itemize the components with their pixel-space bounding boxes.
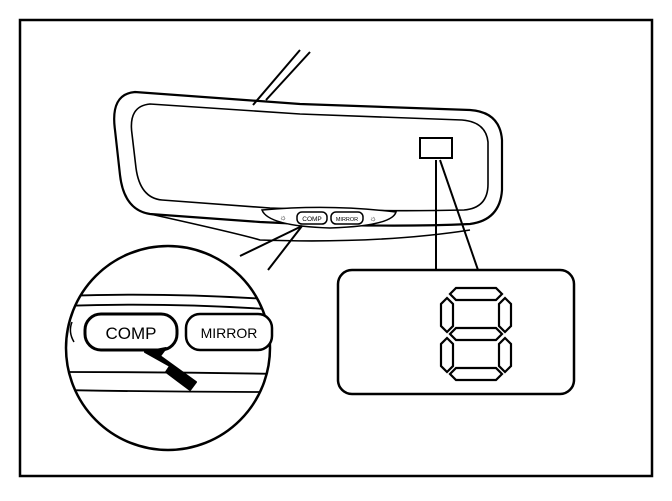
mirror-display-window [419,137,453,159]
mirror-mirror-label: MIRROR [336,217,358,223]
display-callout-lines [435,159,479,271]
mirror-button[interactable]: MIRROR [184,312,274,352]
mirror-right-sensor-icon: ☼ [369,214,376,223]
comp-button-label: COMP [106,324,157,343]
mirror-button-strip: ☼ COMP MIRROR ☼ [260,206,397,229]
zoom-left-sensor-icon [69,321,75,343]
seven-segment-digit [439,286,513,382]
mirror-comp-button[interactable] [296,211,328,225]
press-arrow-icon [144,347,197,391]
mirror-mount-arm [252,49,311,106]
zoom-callout-lines [239,225,303,271]
mirror-comp-label: COMP [302,216,322,223]
mirror-mirror-button[interactable] [330,211,364,225]
comp-button[interactable]: COMP [83,312,179,352]
mirror-button-label: MIRROR [201,325,258,341]
mirror-left-sensor-icon: ☼ [279,213,286,222]
